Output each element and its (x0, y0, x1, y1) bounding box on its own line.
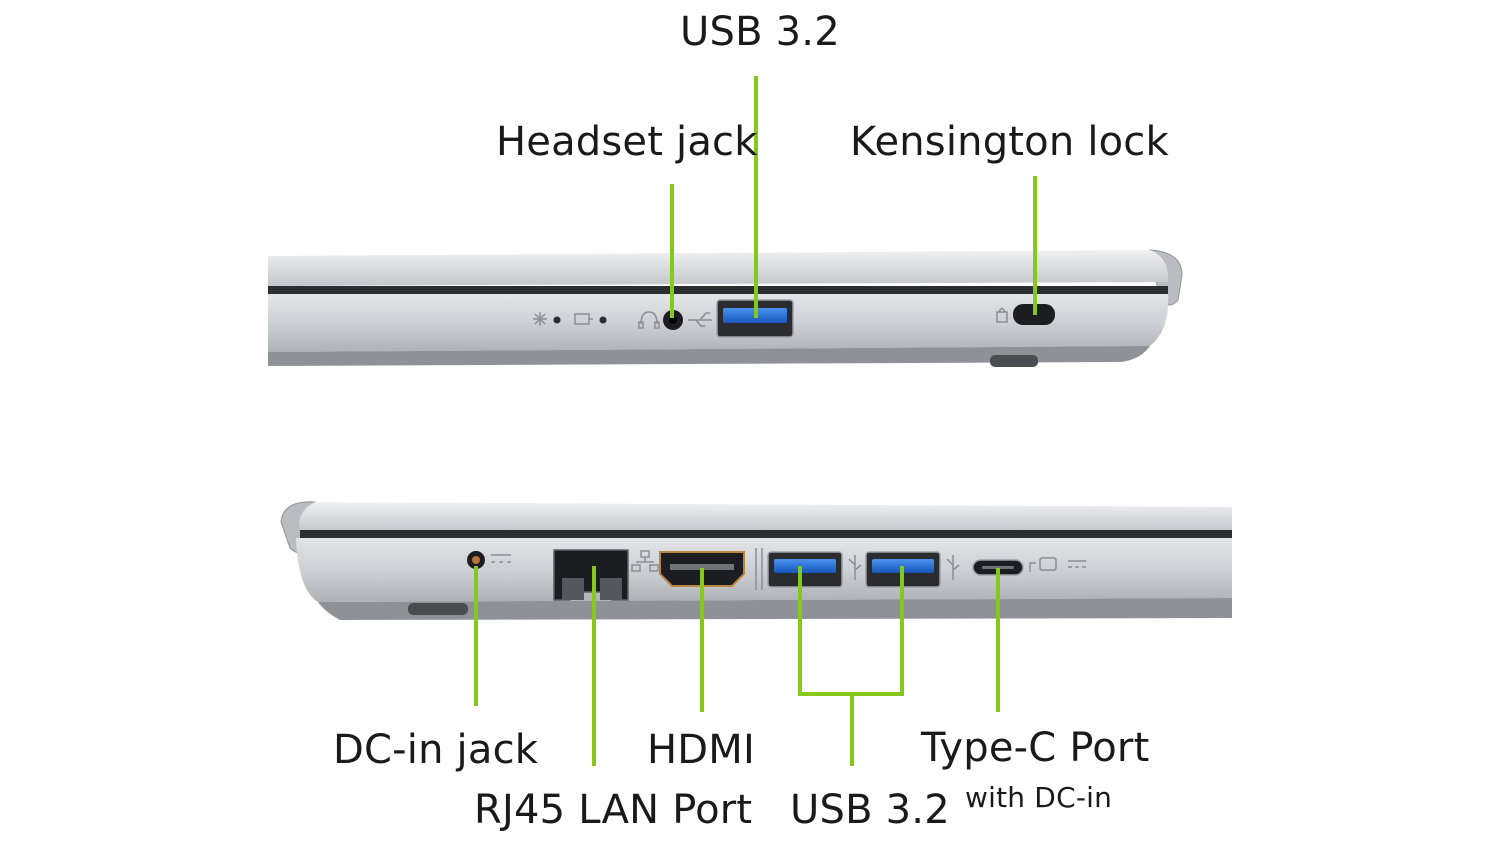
lid (299, 502, 1233, 532)
label-rj45-lan-port: RJ45 LAN Port (474, 787, 753, 833)
usb-c-dc-icon (1029, 557, 1086, 572)
top-leader-lines (670, 76, 1037, 318)
label-usb-top: USB 3.2 (680, 9, 840, 55)
base-underside (268, 346, 1150, 366)
usb-icon (946, 555, 960, 580)
label-headset-jack: Headset jack (496, 119, 758, 165)
hdmi-tongue (670, 564, 734, 570)
laptop-right-side (268, 249, 1183, 367)
headset-icon (638, 311, 660, 329)
label-type-c-port: Type-C Port (921, 725, 1150, 771)
foot (408, 603, 468, 615)
network-icon (631, 550, 659, 572)
hdmi-icon (755, 548, 763, 590)
rj45-clip-right (600, 578, 622, 600)
usb-icon (848, 555, 862, 580)
label-dc-in-jack: DC-in jack (333, 727, 539, 773)
label-type-c-sub: with DC-in (965, 781, 1113, 814)
laptop-left-side (280, 501, 1233, 620)
base (296, 538, 1232, 602)
leader-usb-bottom (798, 566, 904, 766)
label-hdmi: HDMI (647, 727, 755, 773)
lock-icon (996, 307, 1008, 323)
base-underside (318, 598, 1232, 620)
dc-power-icon (491, 554, 511, 563)
power-indicator-icon (533, 312, 547, 326)
usb-icon (688, 312, 712, 327)
bottom-leader-lines (474, 566, 1000, 766)
label-usb-bottom: USB 3.2 (790, 787, 950, 833)
battery-indicator-icon (574, 313, 593, 325)
battery-led (599, 316, 607, 324)
lid-seam (268, 286, 1168, 294)
usb-c-tongue (982, 566, 1014, 569)
usb-a-tongue-1 (774, 559, 836, 573)
lid-seam (300, 530, 1232, 538)
rj45-clip-left (562, 578, 584, 600)
power-led (553, 316, 561, 324)
label-kensington-lock: Kensington lock (850, 119, 1169, 165)
dc-in-pin (472, 556, 480, 564)
foot (990, 355, 1038, 367)
lid (268, 250, 1169, 286)
